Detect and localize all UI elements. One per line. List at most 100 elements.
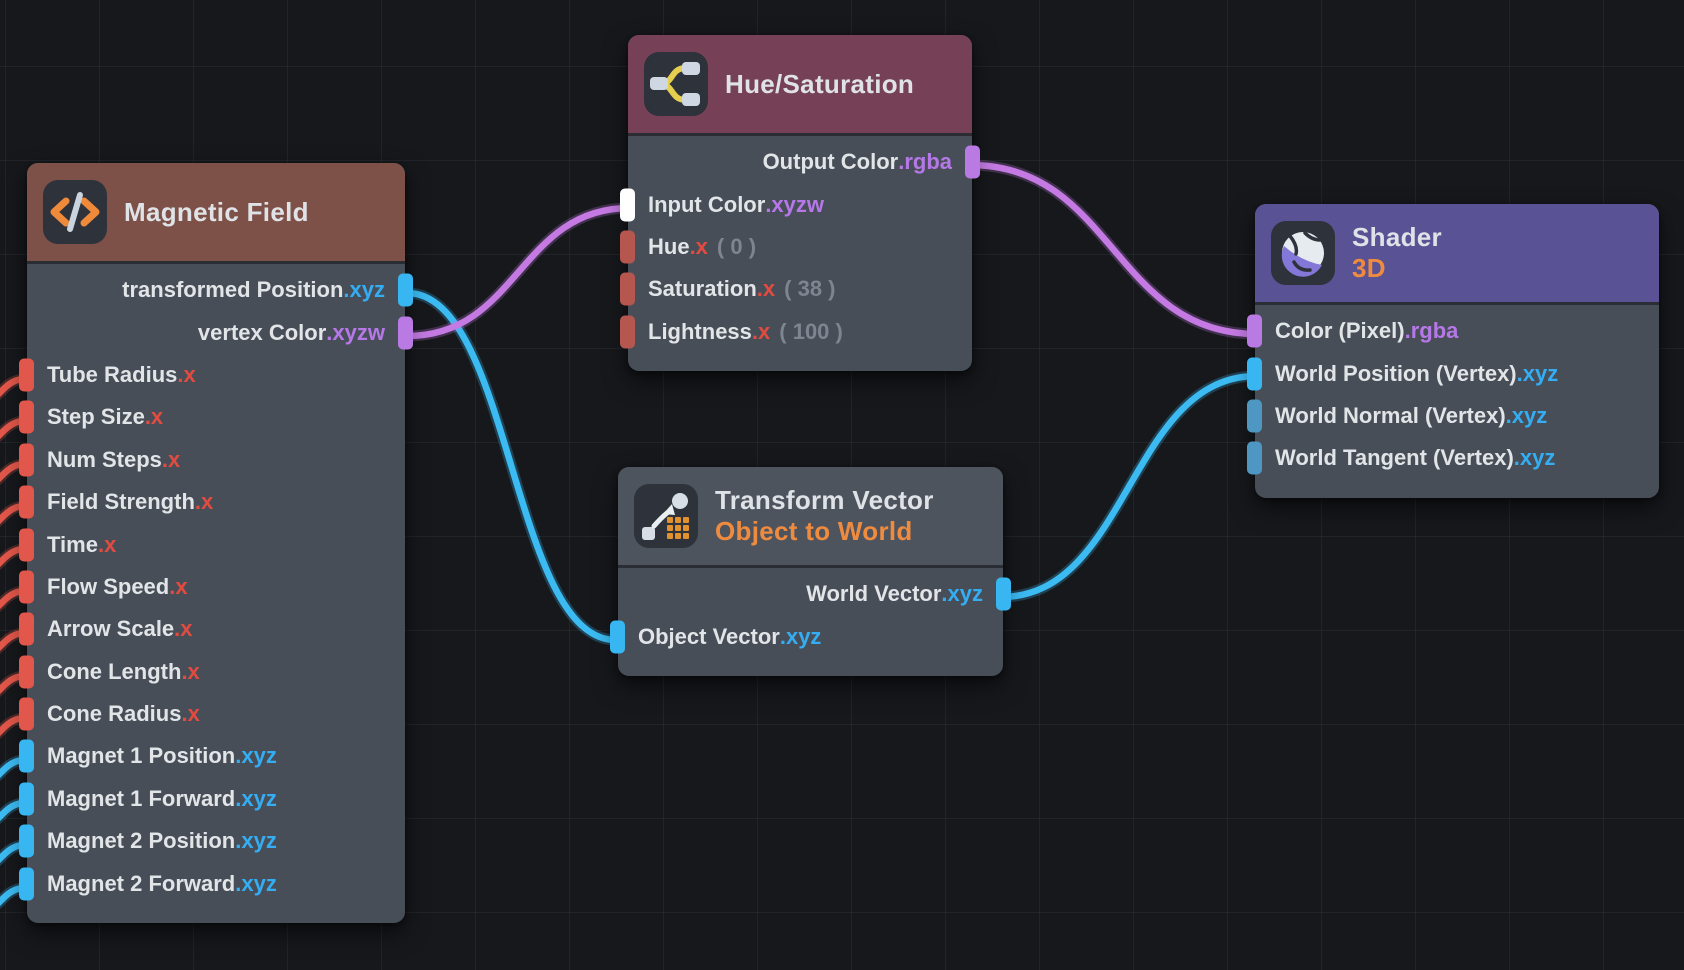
port-row-cone-length: Cone Length.x: [19, 651, 405, 693]
port-type: .xyz: [235, 828, 277, 854]
port-label: Magnet 2 Position: [47, 828, 236, 854]
port-color-pixel[interactable]: [1247, 314, 1262, 348]
port-label: Tube Radius: [47, 361, 178, 387]
node-title: Hue/Saturation: [725, 68, 915, 99]
port-world-normal-vertex[interactable]: [1247, 399, 1262, 433]
port-label: Object Vector: [638, 623, 780, 649]
code-icon: [43, 180, 107, 244]
port-type: .rgba: [898, 149, 952, 175]
port-time[interactable]: [19, 528, 34, 562]
port-input-color[interactable]: [620, 188, 635, 222]
port-cone-radius[interactable]: [19, 697, 34, 731]
port-row-arrow-scale: Arrow Scale.x: [19, 608, 405, 650]
port-type: .x: [177, 361, 196, 387]
port-row-object-vector: Object Vector.xyz: [610, 615, 1003, 657]
port-saturation[interactable]: [620, 272, 635, 306]
port-default-value: ( 0 ): [716, 233, 757, 259]
port-row-color-pixel: Color (Pixel).rgba: [1247, 310, 1659, 352]
port-magnet-2-forward[interactable]: [19, 867, 34, 901]
port-label: Step Size: [47, 404, 145, 430]
port-magnet-1-forward[interactable]: [19, 782, 34, 816]
port-row-world-tangent-vertex: World Tangent (Vertex).xyz: [1247, 437, 1659, 479]
port-label: Field Strength: [47, 489, 195, 515]
shader-sphere-icon: [1271, 221, 1335, 285]
port-label: Arrow Scale: [47, 616, 175, 642]
port-type: .xyz: [235, 870, 277, 896]
wire-connection[interactable]: [966, 161, 1261, 338]
port-hue[interactable]: [620, 230, 635, 264]
wire-connection[interactable]: [403, 289, 620, 644]
port-label: World Vector: [806, 581, 942, 607]
port-label: transformed Position: [122, 277, 344, 303]
port-magnet-2-position[interactable]: [19, 824, 34, 858]
port-row-saturation: Saturation.x( 38 ): [620, 268, 972, 310]
port-label: Magnet 2 Forward: [47, 870, 236, 896]
port-label: World Tangent (Vertex): [1275, 445, 1514, 471]
node-header[interactable]: Hue/Saturation: [628, 35, 972, 136]
port-type: .xyz: [779, 623, 822, 649]
port-arrow-scale[interactable]: [19, 612, 34, 646]
port-world-tangent-vertex[interactable]: [1247, 441, 1262, 475]
port-type: .xyz: [235, 743, 277, 769]
port-field-strength[interactable]: [19, 485, 34, 519]
node-header[interactable]: Magnetic Field: [27, 163, 405, 264]
wire-connection[interactable]: [997, 372, 1261, 601]
port-magnet-1-position[interactable]: [19, 739, 34, 773]
port-row-magnet-2-position: Magnet 2 Position.xyz: [19, 820, 405, 862]
port-row-magnet-1-forward: Magnet 1 Forward.xyz: [19, 778, 405, 820]
port-label: Time: [47, 531, 98, 557]
port-tube-radius[interactable]: [19, 358, 34, 392]
wire-connection[interactable]: [403, 204, 634, 340]
port-world-position-vertex[interactable]: [1247, 357, 1262, 391]
port-type: .x: [169, 573, 188, 599]
port-label: World Position (Vertex): [1275, 360, 1517, 386]
node-titles: Magnetic Field: [124, 197, 309, 228]
port-default-value: ( 38 ): [784, 276, 836, 302]
port-label: Saturation: [648, 276, 757, 302]
node-title: Transform Vector: [715, 485, 934, 515]
port-num-steps[interactable]: [19, 443, 34, 477]
port-label: World Normal (Vertex): [1275, 402, 1506, 428]
port-world-vector[interactable]: [996, 577, 1011, 611]
port-label: Lightness: [648, 318, 752, 344]
port-output-color[interactable]: [965, 145, 980, 179]
port-row-world-position-vertex: World Position (Vertex).xyz: [1247, 352, 1659, 394]
port-row-step-size: Step Size.x: [19, 396, 405, 438]
port-transformed-position[interactable]: [398, 273, 413, 307]
port-type: .x: [689, 233, 708, 259]
port-row-flow-speed: Flow Speed.x: [19, 566, 405, 608]
port-label: Cone Radius: [47, 701, 182, 727]
port-lightness[interactable]: [620, 315, 635, 349]
node-subtitle: Object to World: [715, 516, 913, 546]
port-type: .x: [751, 318, 771, 344]
port-object-vector[interactable]: [610, 620, 625, 654]
port-row-magnet-2-forward: Magnet 2 Forward.xyz: [19, 862, 405, 904]
port-row-transformed-position: transformed Position.xyz: [27, 269, 413, 311]
port-type: .x: [174, 616, 193, 642]
node-title: Shader: [1352, 222, 1442, 252]
port-type: .rgba: [1404, 318, 1459, 344]
port-label: Hue: [648, 233, 690, 259]
node-subtitle: 3D: [1352, 253, 1386, 283]
port-row-lightness: Lightness.x( 100 ): [620, 311, 972, 353]
port-flow-speed[interactable]: [19, 570, 34, 604]
port-label: Color (Pixel): [1275, 318, 1405, 344]
port-step-size[interactable]: [19, 400, 34, 434]
port-label: Magnet 1 Position: [47, 743, 236, 769]
port-row-input-color: Input Color.xyzw: [620, 183, 972, 225]
port-row-hue: Hue.x ( 0 ): [620, 226, 972, 268]
port-cone-length[interactable]: [19, 655, 34, 689]
port-type: .x: [181, 658, 200, 684]
port-vertex-color[interactable]: [398, 316, 413, 350]
